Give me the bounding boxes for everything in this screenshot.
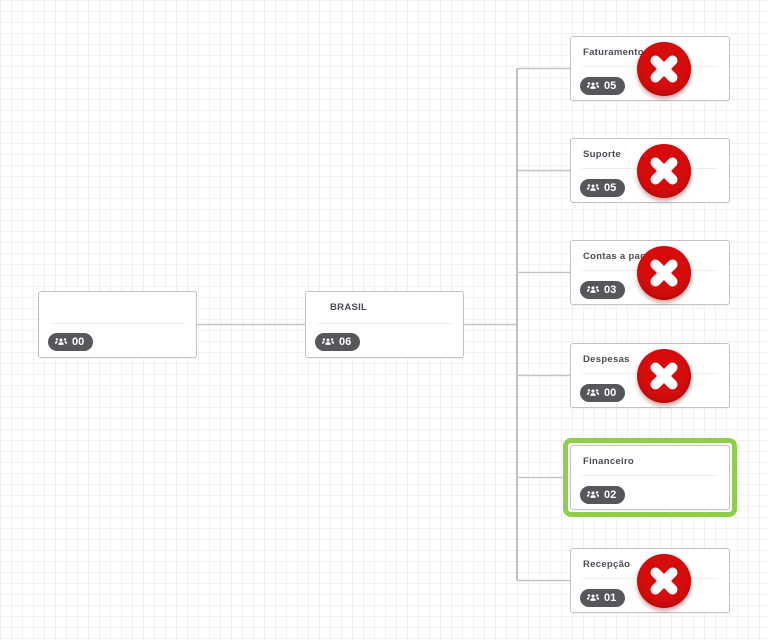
member-count: 03 [604, 284, 617, 296]
remove-node-button[interactable] [637, 554, 691, 608]
node-title: BRASIL [330, 302, 368, 313]
member-count-badge: 01 [580, 589, 626, 607]
member-count: 01 [604, 592, 617, 604]
groups-icon [586, 491, 600, 498]
x-icon [637, 42, 691, 96]
groups-icon [586, 184, 600, 191]
member-count: 02 [604, 489, 617, 501]
x-icon [637, 246, 691, 300]
node-title: Suporte [583, 149, 621, 160]
node-divider [50, 323, 185, 324]
groups-icon [321, 338, 335, 345]
org-node-faturamento[interactable]: Faturamento 05 [570, 36, 730, 101]
node-divider [317, 323, 452, 324]
groups-icon [586, 286, 600, 293]
node-title: Recepção [583, 559, 631, 570]
member-count: 00 [604, 387, 617, 399]
member-count-badge: 06 [315, 333, 361, 351]
selected-node-highlight: Financeiro 02 [563, 438, 737, 517]
x-icon [637, 144, 691, 198]
groups-icon [586, 389, 600, 396]
member-count-badge: 00 [580, 384, 626, 402]
member-count: 06 [339, 336, 352, 348]
org-node-financeiro[interactable]: Financeiro 02 [570, 445, 730, 510]
groups-icon [586, 82, 600, 89]
org-node-suporte[interactable]: Suporte 05 [570, 138, 730, 203]
node-title: Faturamento [583, 47, 644, 58]
node-title: Despesas [583, 354, 630, 365]
groups-icon [54, 338, 68, 345]
member-count: 00 [72, 336, 85, 348]
x-icon [637, 349, 691, 403]
member-count-badge: 03 [580, 281, 626, 299]
groups-icon [586, 594, 600, 601]
member-count: 05 [604, 80, 617, 92]
org-node-brasil[interactable]: BRASIL 06 [305, 291, 464, 358]
member-count: 05 [604, 182, 617, 194]
org-node-contas-a-pagar[interactable]: Contas a pagar 03 [570, 240, 730, 305]
remove-node-button[interactable] [637, 144, 691, 198]
node-title: Contas a pagar [583, 251, 656, 262]
org-node-recepcao[interactable]: Recepção 01 [570, 548, 730, 613]
remove-node-button[interactable] [637, 246, 691, 300]
node-title: Financeiro [583, 456, 635, 467]
member-count-badge: 02 [580, 486, 626, 504]
node-divider [582, 475, 718, 476]
remove-node-button[interactable] [637, 349, 691, 403]
remove-node-button[interactable] [637, 42, 691, 96]
x-icon [637, 554, 691, 608]
member-count-badge: 00 [48, 333, 94, 351]
org-node-root[interactable]: 00 [38, 291, 197, 358]
member-count-badge: 05 [580, 77, 626, 95]
member-count-badge: 05 [580, 179, 626, 197]
org-node-despesas[interactable]: Despesas 00 [570, 343, 730, 408]
